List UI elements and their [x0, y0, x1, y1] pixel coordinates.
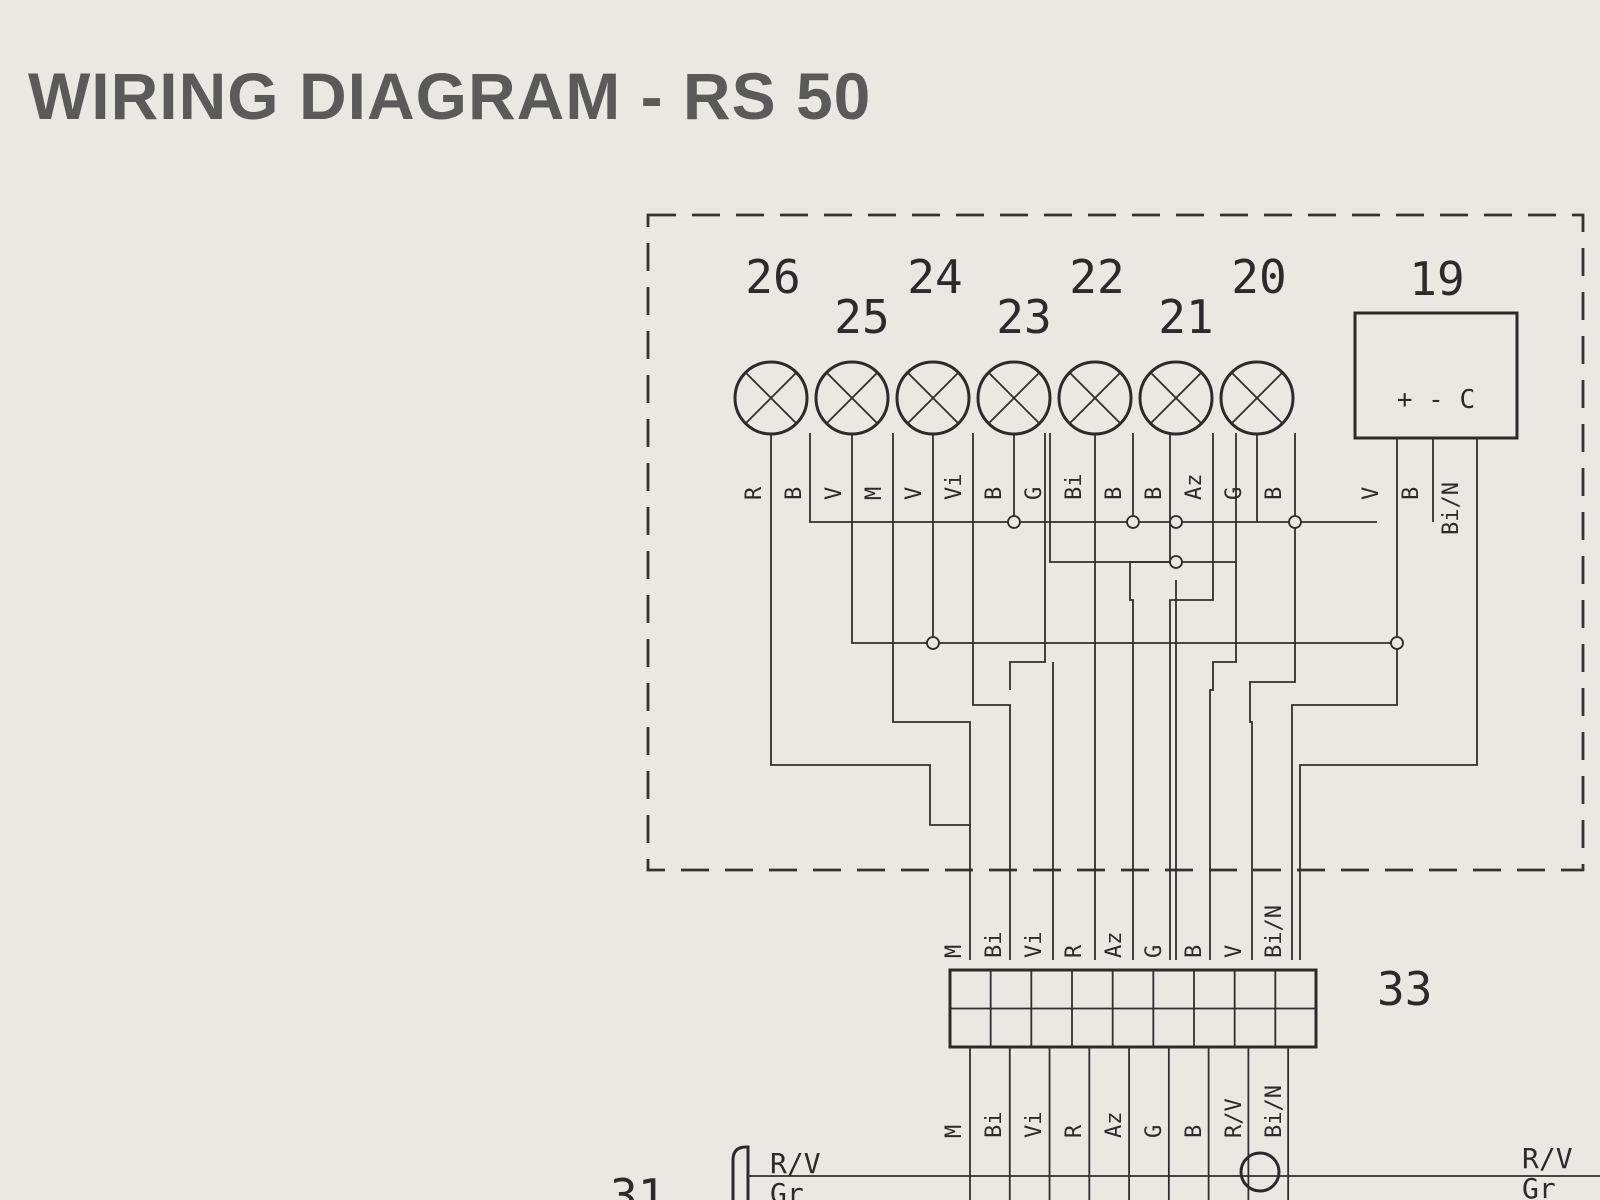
top-wire-label-2: V: [822, 487, 847, 500]
connector-bottom-label-8: Bi/N: [1262, 1085, 1287, 1138]
lamp-number-22: 22: [1069, 250, 1124, 304]
lamp-24-filament: [907, 372, 959, 424]
wire-trace-0: [770, 433, 971, 960]
top-wire-label-1: B: [782, 487, 807, 500]
box-wire-label-0: V: [1359, 487, 1384, 500]
top-wire-label-3: M: [862, 487, 887, 500]
connector-top-label-5: G: [1142, 945, 1167, 958]
wire-trace-15: [1249, 433, 1296, 960]
junction-dot-3: [1288, 515, 1302, 529]
junction-dots: [926, 515, 1404, 650]
top-wire-label-13: B: [1262, 487, 1287, 500]
lamp-20: [1219, 360, 1295, 436]
wire-trace-7: [1009, 433, 1046, 690]
wire-trace-14: [1209, 433, 1237, 960]
top-wire-label-7: G: [1022, 487, 1047, 500]
connector-top-label-3: R: [1062, 944, 1087, 958]
connector-bottom-label-6: B: [1182, 1125, 1207, 1138]
top-wire-label-4: V: [902, 487, 927, 500]
lamp-26-filament: [745, 372, 797, 424]
wire-trace-16: [1291, 438, 1398, 960]
lamp-number-21: 21: [1158, 290, 1213, 344]
top-wire-label-10: B: [1142, 487, 1167, 500]
component-31-number: 31: [610, 1169, 665, 1200]
lamp-24: [895, 360, 971, 436]
top-wire-label-8: Bi: [1062, 474, 1087, 501]
bottom-left-label-1: Gr: [770, 1177, 804, 1200]
top-wire-label-6: B: [982, 487, 1007, 500]
lamp-23: [976, 360, 1052, 436]
lamp-number-25: 25: [834, 290, 889, 344]
connector-top-label-2: Vi: [1022, 932, 1047, 959]
lamp-20-filament: [1231, 372, 1283, 424]
junction-dot-6: [1390, 636, 1404, 650]
lamp-25-filament: [826, 372, 878, 424]
junction-dot-5: [926, 636, 940, 650]
indicator-lamps: 26 25 24 23 22 21 20: [733, 250, 1295, 436]
lamp-number-24: 24: [907, 250, 962, 304]
bottom-left-label-0: R/V: [770, 1147, 821, 1180]
wire-trace-1: [809, 433, 1377, 523]
lamp-22: [1057, 360, 1133, 436]
connector-top-label-6: B: [1182, 945, 1207, 958]
top-wire-label-12: G: [1222, 487, 1247, 500]
junction-dot-1: [1126, 515, 1140, 529]
component-19-number: 19: [1409, 252, 1464, 306]
connector-bottom-label-3: R: [1062, 1124, 1087, 1138]
connector-bottom-label-7: R/V: [1222, 1098, 1247, 1138]
junction-dot-0: [1007, 515, 1021, 529]
wire-traces: [770, 433, 1478, 960]
top-wire-label-5: Vi: [942, 474, 967, 501]
box-wire-label-1: B: [1399, 487, 1424, 500]
lamp-23-filament: [988, 372, 1040, 424]
lamp-21-filament: [1150, 372, 1202, 424]
top-wire-label-11: Az: [1182, 474, 1207, 501]
connector-top-label-0: M: [942, 945, 967, 958]
page-title: WIRING DIAGRAM - RS 50: [28, 59, 872, 133]
wire-trace-18: [1299, 438, 1478, 960]
box-wire-label-2: Bi/N: [1439, 482, 1464, 535]
bottom-right-label-0: R/V: [1522, 1142, 1573, 1175]
lamp-number-23: 23: [996, 290, 1051, 344]
junction-dot-2: [1169, 515, 1183, 529]
component-19-terminal-label: + - C: [1397, 385, 1475, 415]
component-31-shape: [731, 1145, 750, 1200]
junction-dot-4: [1169, 555, 1183, 569]
connector-bottom-label-5: G: [1142, 1125, 1167, 1138]
connector-bottom-label-4: Az: [1102, 1112, 1127, 1139]
lamp-22-filament: [1069, 372, 1121, 424]
connector-33-number: 33: [1377, 962, 1432, 1016]
top-wire-label-9: B: [1102, 487, 1127, 500]
connector-bottom-label-2: Vi: [1022, 1112, 1047, 1139]
lamp-number-20: 20: [1231, 250, 1286, 304]
connector-top-label-8: Bi/N: [1262, 905, 1287, 958]
connector-top-label-1: Bi: [982, 932, 1007, 959]
wire-trace-12: [1169, 433, 1214, 960]
connector-bottom-label-1: Bi: [982, 1112, 1007, 1139]
lamp-21: [1138, 360, 1214, 436]
connector-top-label-7: V: [1222, 945, 1247, 958]
wire-trace-5: [972, 433, 1011, 960]
connector-33: [948, 968, 1318, 1200]
lamp-number-26: 26: [745, 250, 800, 304]
top-wire-label-0: R: [742, 486, 767, 500]
component-19-box: [1353, 311, 1519, 440]
lamp-25: [814, 360, 890, 436]
wire-trace-2: [851, 433, 1397, 644]
bottom-ring-terminal: [1239, 1151, 1281, 1193]
lamp-26: [733, 360, 809, 436]
connector-bottom-label-0: M: [942, 1125, 967, 1138]
wire-trace-11: [1129, 433, 1171, 960]
wire-trace-3: [892, 433, 971, 825]
connector-top-label-4: Az: [1102, 932, 1127, 959]
instrument-panel-boundary: [646, 213, 1585, 872]
